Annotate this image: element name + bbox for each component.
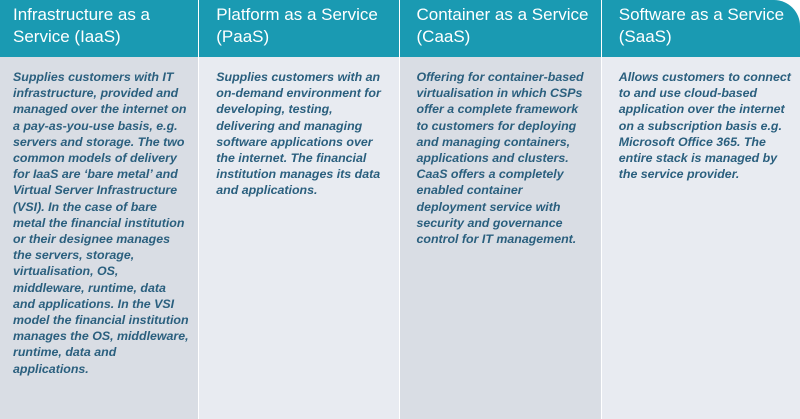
column-iaas: Infrastructure as a Service (IaaS) Suppl… xyxy=(0,0,199,419)
column-paas: Platform as a Service (PaaS) Supplies cu… xyxy=(198,0,399,419)
column-header-paas: Platform as a Service (PaaS) xyxy=(199,0,399,57)
column-description-iaas: Supplies customers with IT infrastructur… xyxy=(0,57,199,419)
column-caas: Container as a Service (CaaS) Offering f… xyxy=(398,0,601,419)
column-header-saas: Software as a Service (SaaS) xyxy=(601,0,800,57)
column-header-caas: Container as a Service (CaaS) xyxy=(399,0,601,57)
column-description-saas: Allows customers to connect to and use c… xyxy=(601,57,800,419)
column-description-caas: Offering for container-based virtualisat… xyxy=(399,57,601,419)
column-description-paas: Supplies customers with an on-demand env… xyxy=(199,57,399,419)
column-header-iaas: Infrastructure as a Service (IaaS) xyxy=(0,0,199,57)
column-saas: Software as a Service (SaaS) Allows cust… xyxy=(600,0,800,419)
